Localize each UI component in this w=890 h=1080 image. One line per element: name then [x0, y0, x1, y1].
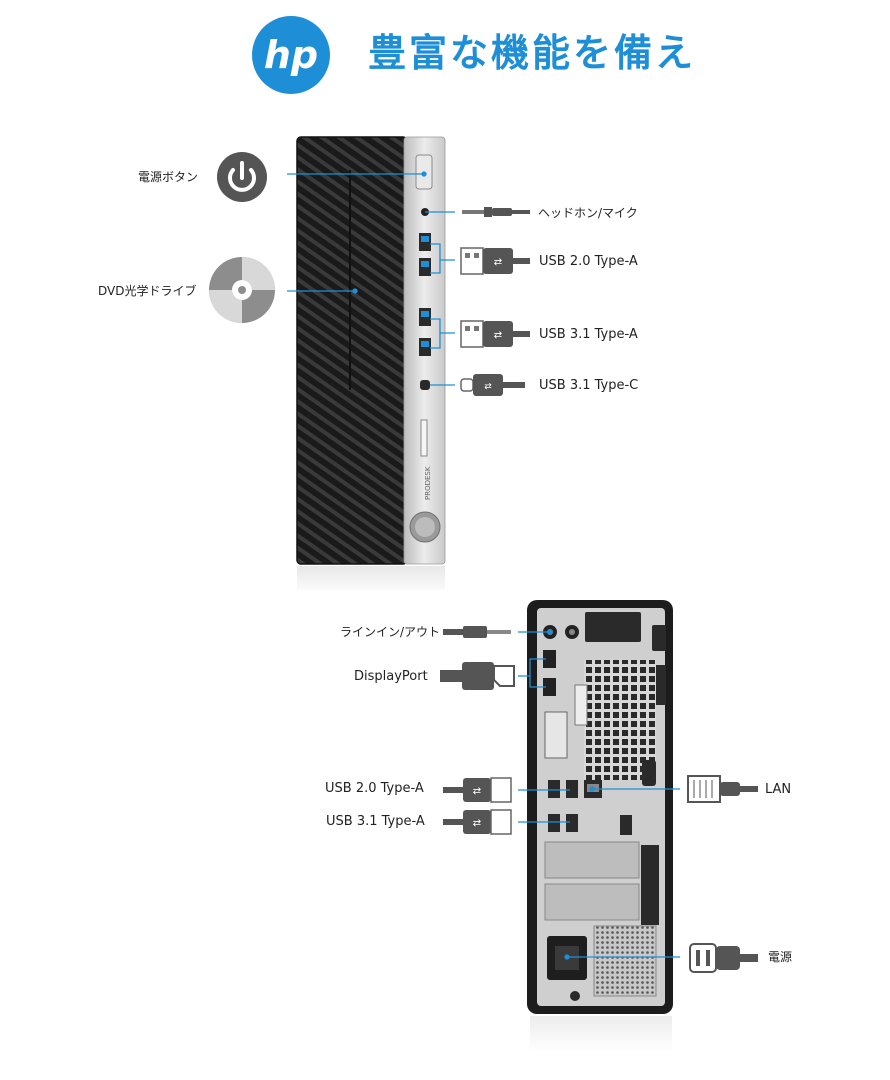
rear-vent-grid	[584, 660, 656, 780]
front-card-slot	[420, 419, 428, 457]
label-power-button: 電源ボタン	[138, 170, 199, 184]
hp-logo-text: hp	[264, 33, 318, 77]
usb-a-plug-icon-1: ⇄	[460, 247, 530, 275]
front-usb-ports	[419, 233, 431, 390]
svg-text:⇄: ⇄	[484, 382, 492, 392]
power-plug-icon	[689, 943, 758, 973]
svg-text:⇄: ⇄	[494, 330, 502, 341]
label-line-in-out: ラインイン/アウト	[340, 625, 441, 639]
rear-expansion-slots	[544, 841, 659, 925]
label-displayport: DisplayPort	[354, 669, 428, 684]
hp-logo: hp	[250, 14, 332, 96]
rear-usb-ports	[548, 780, 578, 832]
rear-diagram: ⇄ ⇄	[440, 600, 758, 1052]
power-icon	[217, 152, 267, 202]
svg-text:⇄: ⇄	[473, 818, 481, 829]
headphone-plug-icon	[462, 207, 530, 217]
label-rear-usb31: USB 3.1 Type-A	[326, 814, 425, 829]
label-lan: LAN	[765, 782, 792, 797]
label-front-usb31c: USB 3.1 Type-C	[539, 378, 639, 393]
front-diagram: PRODESK ⇄	[209, 136, 530, 590]
front-model-text: PRODESK	[424, 466, 432, 500]
rear-displayport-ports	[543, 650, 556, 696]
label-front-usb31a: USB 3.1 Type-A	[539, 327, 638, 342]
svg-text:⇄: ⇄	[473, 786, 481, 797]
usb-a-plug-icon-rear-1: ⇄	[443, 777, 512, 803]
usb-c-plug-icon: ⇄	[460, 374, 525, 396]
displayport-plug-icon	[440, 662, 515, 690]
line-audio-plug-icon	[443, 626, 511, 638]
page-title: 豊富な機能を備え	[368, 31, 697, 75]
label-headphone: ヘッドホン/マイク	[538, 206, 638, 220]
label-front-usb20: USB 2.0 Type-A	[539, 254, 638, 269]
rear-leader-lines	[518, 629, 680, 960]
usb-a-plug-icon-2: ⇄	[460, 320, 530, 348]
front-leader-lines	[287, 171, 455, 386]
lan-plug-icon	[687, 775, 758, 803]
label-rear-usb20: USB 2.0 Type-A	[325, 781, 424, 796]
svg-text:⇄: ⇄	[494, 257, 502, 268]
label-power-supply: 電源	[768, 950, 793, 964]
label-dvd-drive: DVD光学ドライブ	[98, 284, 197, 298]
dvd-disc-icon	[209, 257, 275, 323]
rear-latch	[585, 612, 641, 642]
usb-a-plug-icon-rear-2: ⇄	[443, 809, 512, 835]
